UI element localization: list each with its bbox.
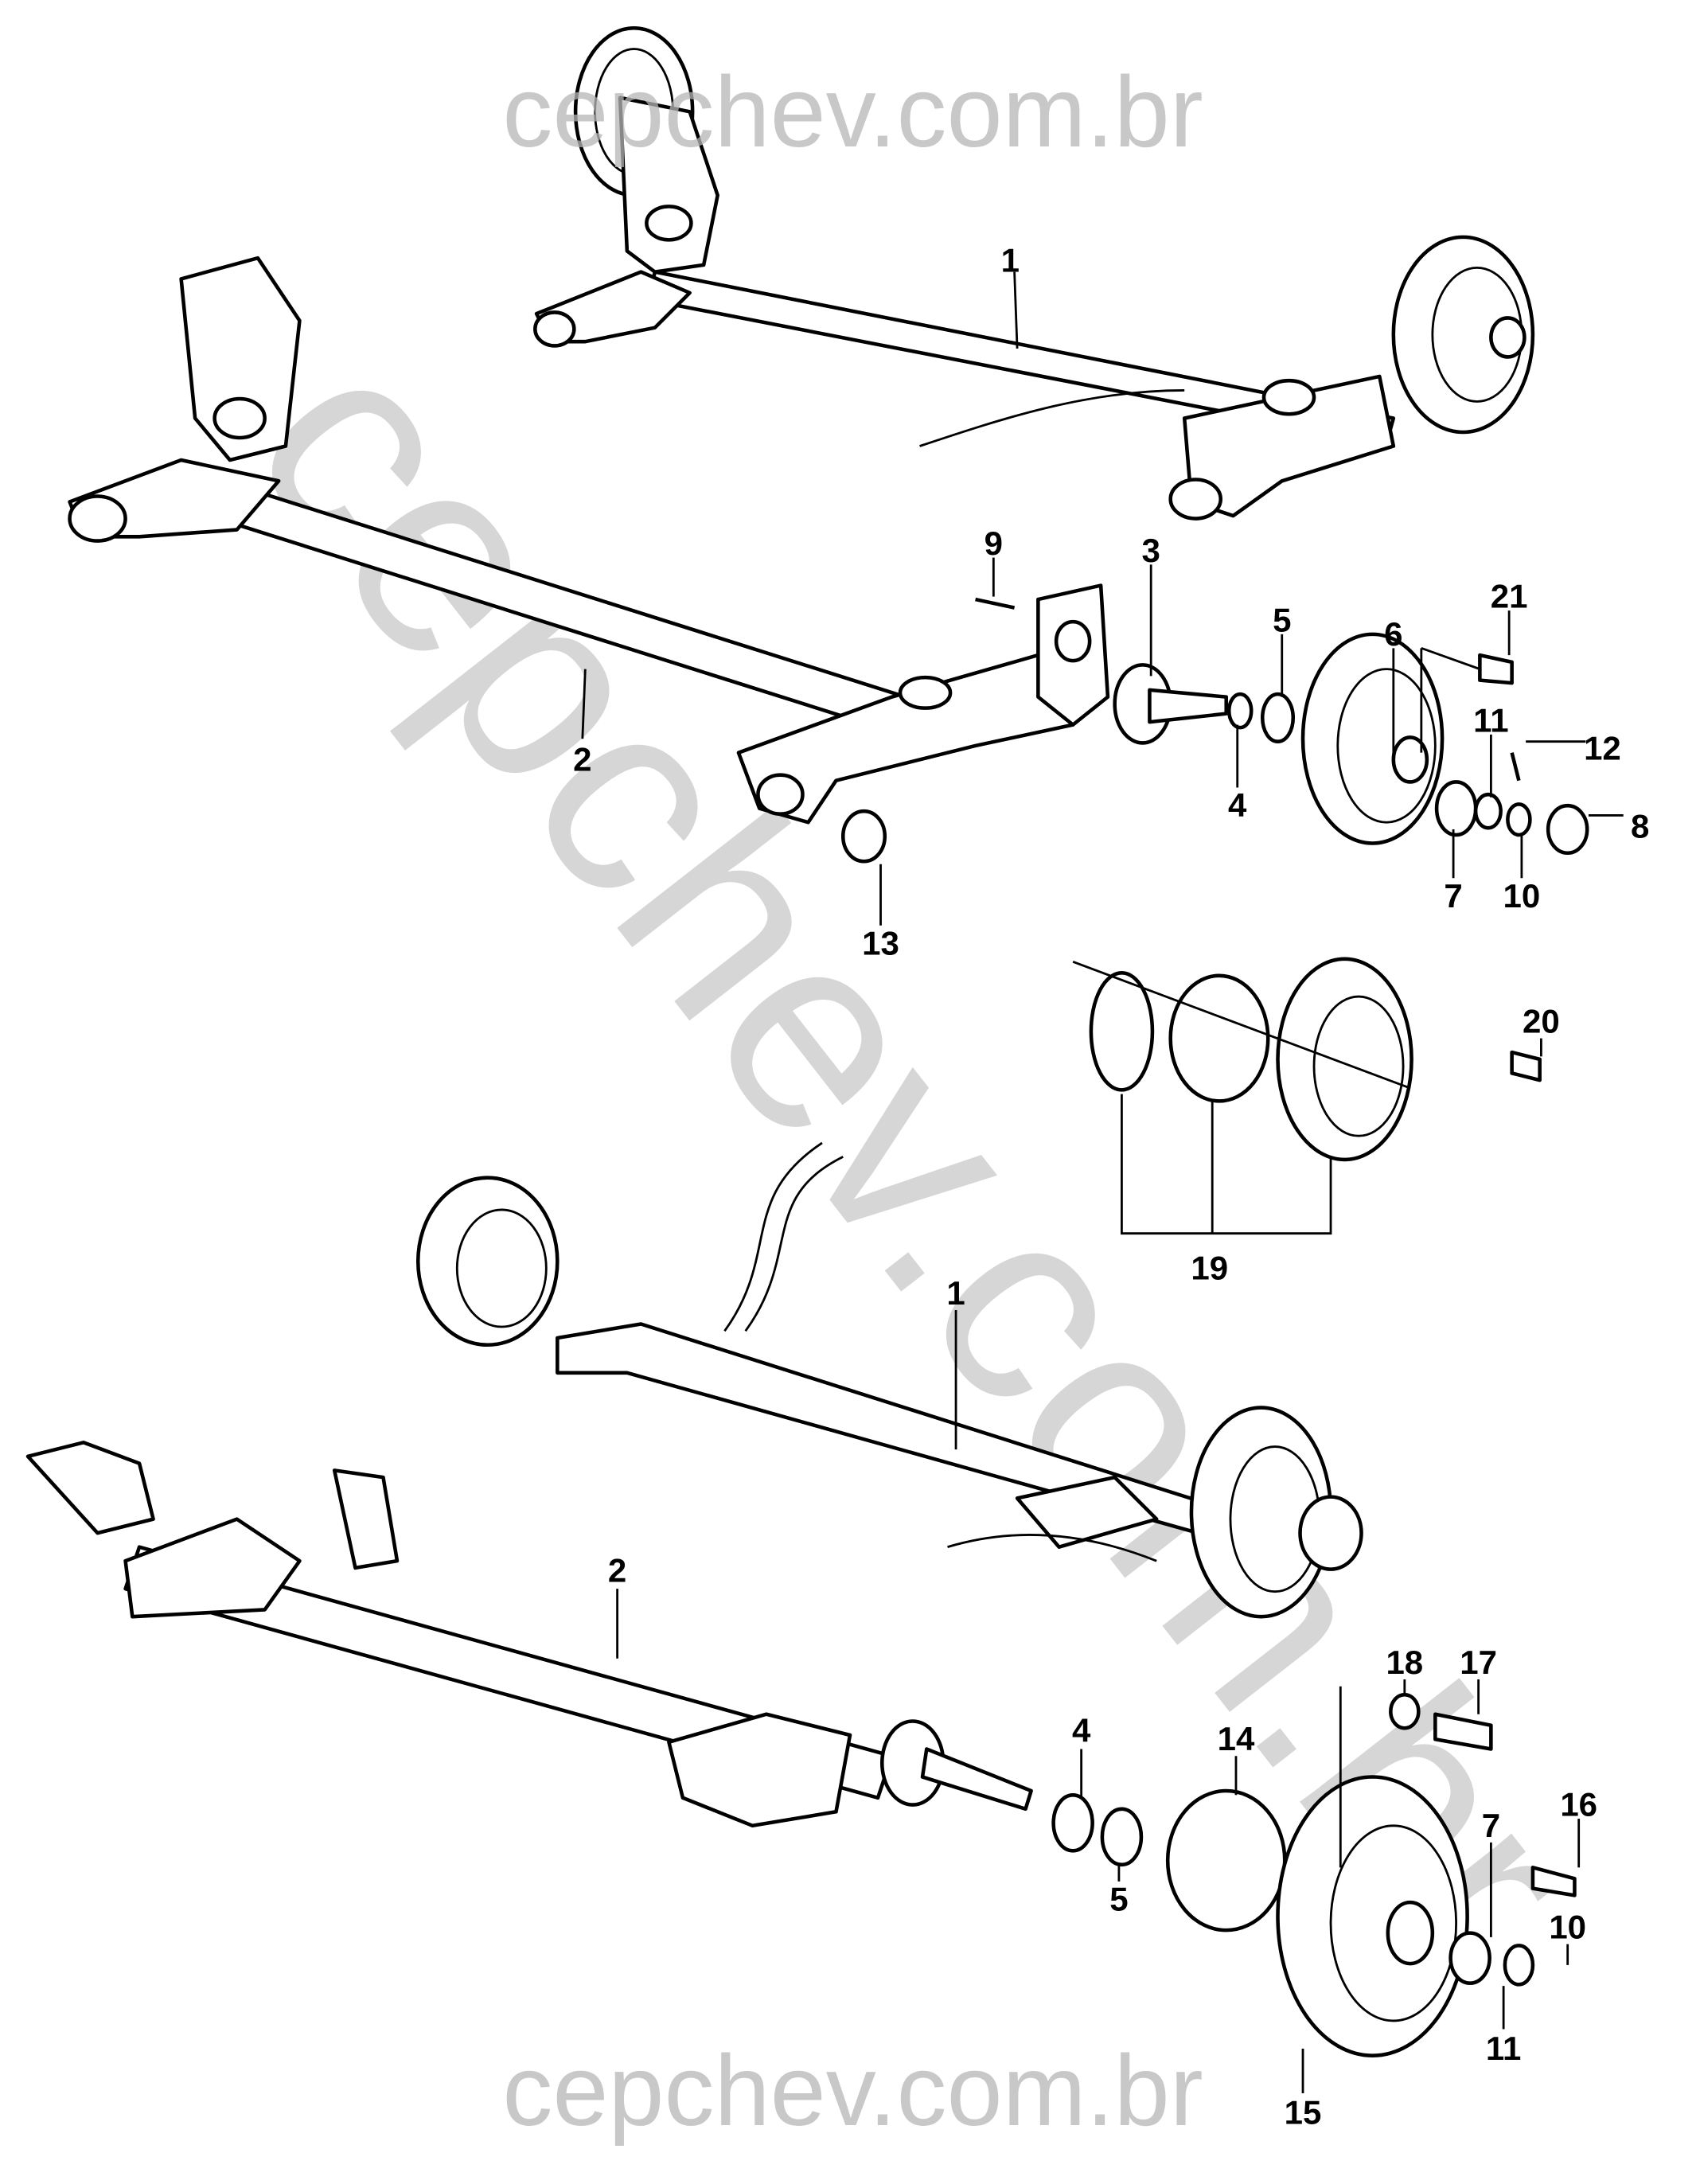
drum-bolt xyxy=(1478,653,1514,685)
label-17: 17 xyxy=(1460,1644,1497,1681)
label-11-lower: 11 xyxy=(1486,2030,1521,2067)
leader-lines xyxy=(581,271,1624,2093)
label-19: 19 xyxy=(1191,1249,1228,1286)
rear-axle-2-upper xyxy=(68,255,1110,825)
grease-cap xyxy=(1546,803,1589,856)
label-14: 14 xyxy=(1218,1720,1255,1757)
label-10-upper: 10 xyxy=(1503,877,1541,915)
label-1-upper: 1 xyxy=(1001,242,1020,279)
watermark-bottom: cepchev.com.br xyxy=(502,2034,1203,2147)
bolt-17-part xyxy=(1433,1712,1493,1751)
stub-axle-spindle xyxy=(1148,688,1228,724)
label-10-lower: 10 xyxy=(1549,1909,1586,1946)
washer-small xyxy=(1473,792,1503,830)
label-2-upper: 2 xyxy=(573,740,591,778)
bolt-16-part xyxy=(1530,1866,1577,1897)
label-12: 12 xyxy=(1584,729,1621,766)
label-7-upper: 7 xyxy=(1444,877,1462,915)
label-16: 16 xyxy=(1560,1786,1597,1823)
label-5-upper: 5 xyxy=(1273,601,1291,638)
label-4-upper: 4 xyxy=(1228,786,1247,824)
outer-bearing xyxy=(1260,692,1296,743)
bushing xyxy=(840,809,887,864)
inner-bearing-lower xyxy=(1051,1793,1094,1853)
inner-bearing xyxy=(1226,692,1254,730)
rear-axle-1-lower xyxy=(415,1141,1363,1619)
label-1-lower: 1 xyxy=(946,1274,965,1312)
upper-hub-parts xyxy=(840,597,1589,864)
label-13: 13 xyxy=(862,925,899,962)
hub-bearing xyxy=(1168,973,1270,1103)
label-11-upper: 11 xyxy=(1473,701,1508,739)
washer-lower xyxy=(1449,1931,1491,1985)
bracket-bolt xyxy=(975,597,1016,610)
watermark-top: cepchev.com.br xyxy=(502,56,1203,168)
label-5-lower: 5 xyxy=(1109,1881,1128,1918)
lower-hub-parts xyxy=(1051,1692,1577,2057)
label-7-lower: 7 xyxy=(1482,1807,1500,1844)
rear-axle-1-upper xyxy=(533,25,1535,521)
rear-axle-2-lower xyxy=(25,1441,1033,1828)
washer xyxy=(1434,780,1478,837)
abs-tone-ring xyxy=(1089,971,1155,1092)
castle-nut xyxy=(1506,802,1532,837)
cotter-pin xyxy=(1510,752,1521,782)
label-20: 20 xyxy=(1523,1003,1560,1040)
outer-bearing-lower xyxy=(1100,1807,1144,1867)
label-18: 18 xyxy=(1386,1644,1423,1681)
brake-drum-lower xyxy=(1276,1775,1469,2057)
hub-lower xyxy=(1165,1788,1287,1932)
label-2-lower: 2 xyxy=(608,1551,626,1589)
nut-lower xyxy=(1503,1944,1535,1987)
drum-bolt-20 xyxy=(1510,1050,1542,1082)
label-8: 8 xyxy=(1631,807,1649,844)
washer-18-part xyxy=(1389,1692,1421,1730)
label-21: 21 xyxy=(1491,578,1528,615)
abs-hub-assembly xyxy=(1072,957,1542,1162)
abs-brake-drum xyxy=(1276,957,1413,1162)
label-6: 6 xyxy=(1384,615,1402,653)
label-9: 9 xyxy=(985,525,1003,562)
label-15: 15 xyxy=(1285,2093,1322,2131)
brake-drum xyxy=(1300,632,1445,845)
label-4-lower: 4 xyxy=(1072,1712,1091,1749)
label-3: 3 xyxy=(1141,532,1160,569)
